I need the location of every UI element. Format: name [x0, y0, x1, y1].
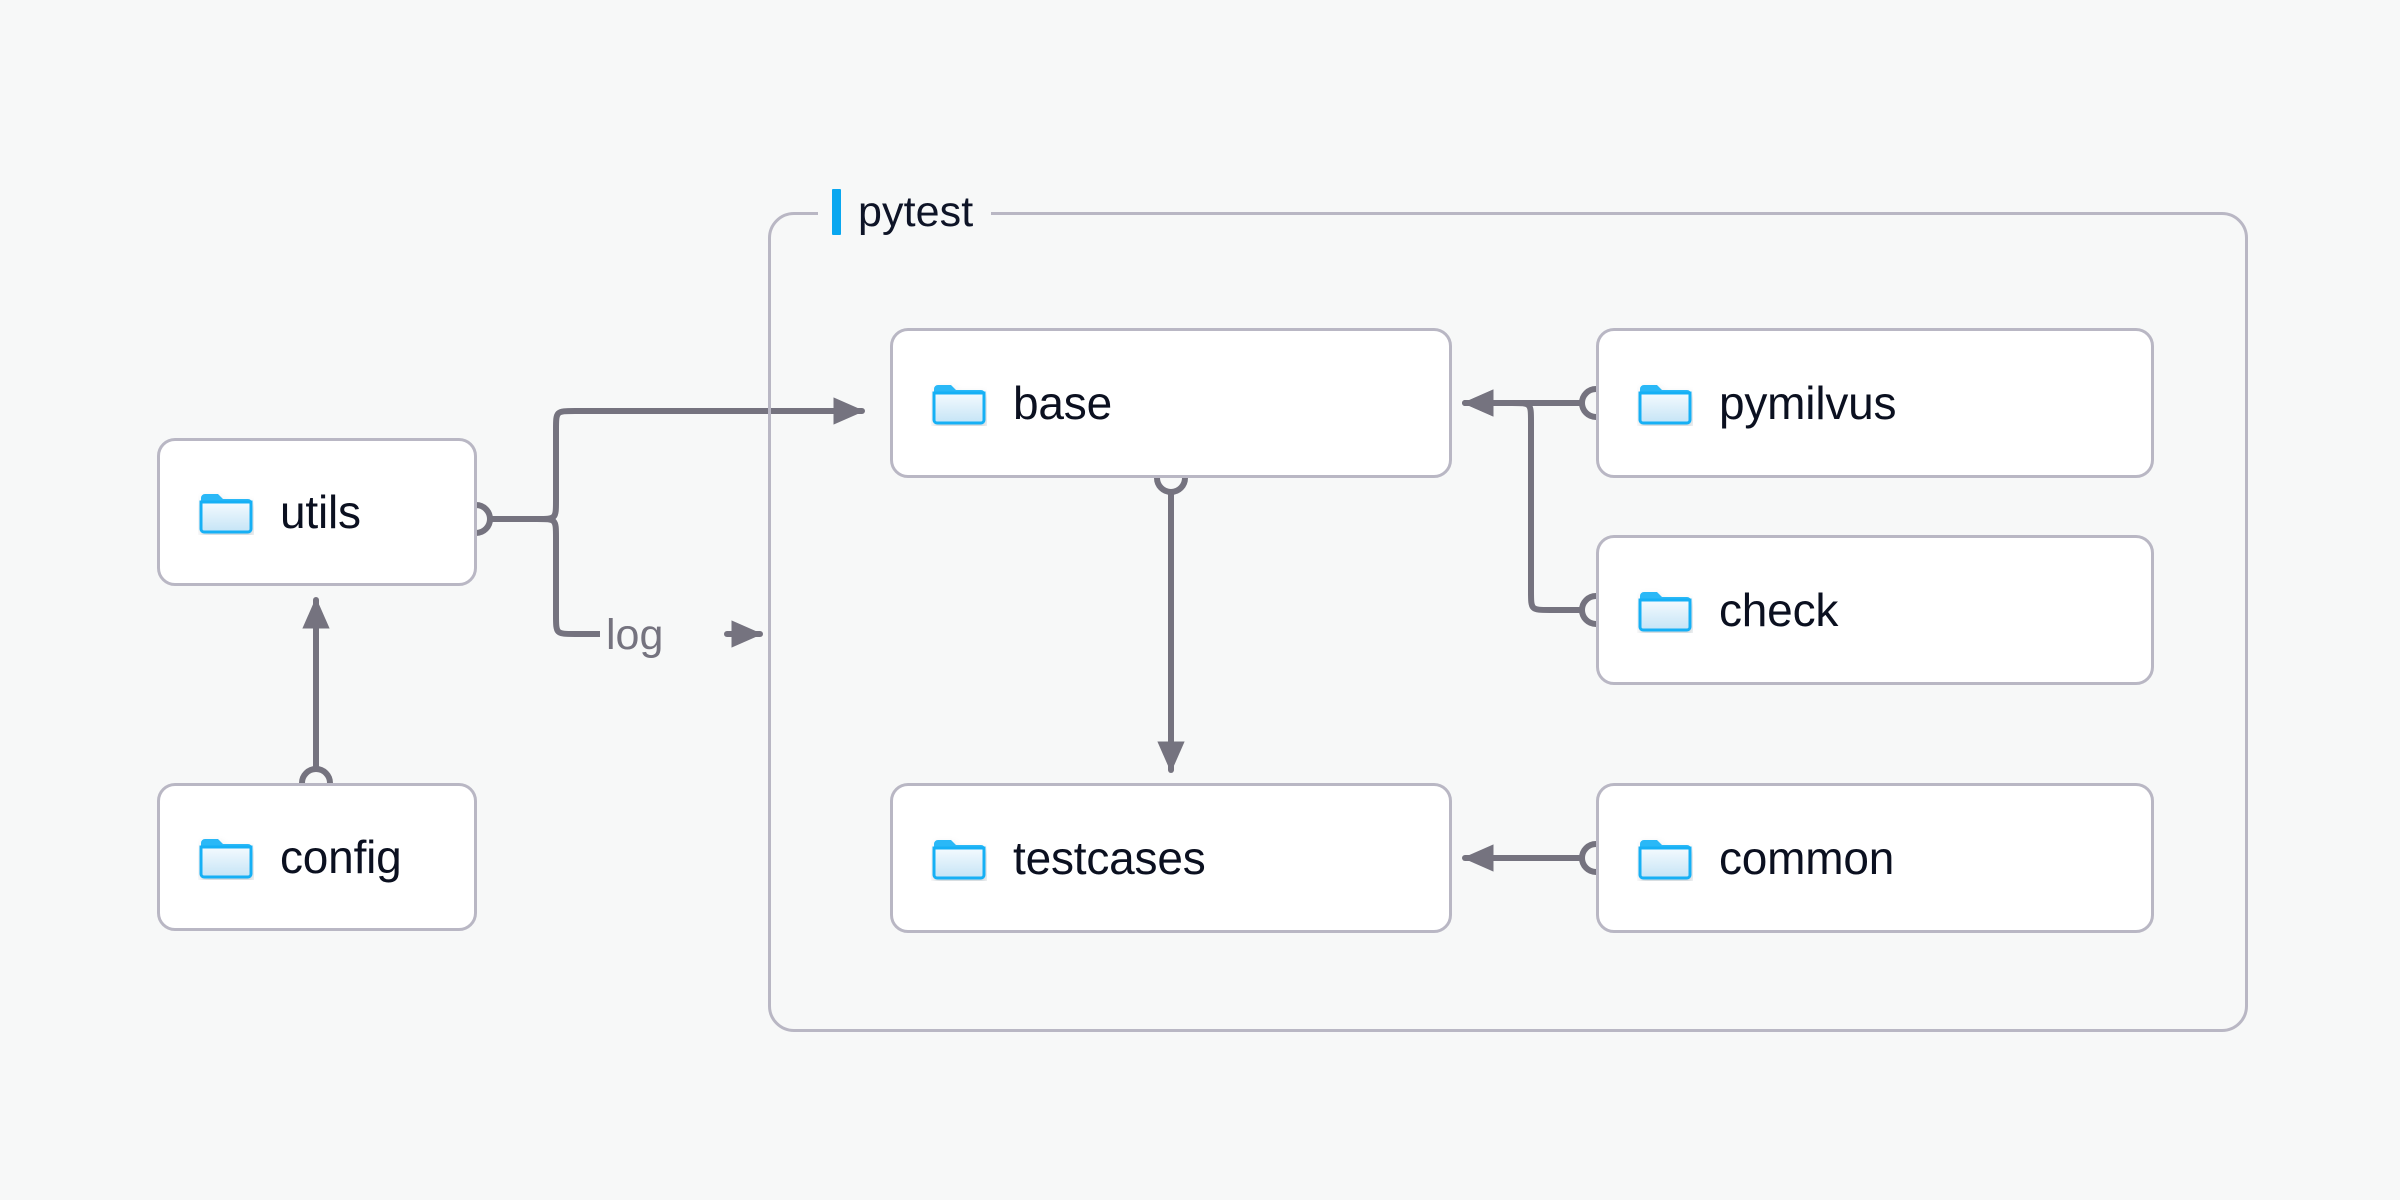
folder-icon	[199, 494, 253, 534]
group-pytest-label: pytest	[818, 183, 992, 241]
node-config-label: config	[280, 831, 402, 883]
group-pytest[interactable]	[768, 212, 2248, 1032]
folder-icon	[932, 840, 986, 880]
node-pymilvus-label: pymilvus	[1719, 377, 1897, 429]
node-testcases[interactable]: testcases	[890, 783, 1452, 933]
group-accent-bar	[832, 189, 841, 235]
node-utils[interactable]: utils	[157, 438, 477, 586]
group-label-text: pytest	[858, 187, 974, 236]
node-check-label: check	[1719, 584, 1839, 636]
node-common-label: common	[1719, 832, 1895, 884]
node-pymilvus[interactable]: pymilvus	[1596, 328, 2154, 478]
edge-label-log: log	[600, 614, 670, 657]
folder-icon	[1638, 840, 1692, 880]
node-config[interactable]: config	[157, 783, 477, 931]
node-common[interactable]: common	[1596, 783, 2154, 933]
node-testcases-label: testcases	[1013, 832, 1206, 884]
node-check[interactable]: check	[1596, 535, 2154, 685]
folder-icon	[199, 839, 253, 879]
node-base[interactable]: base	[890, 328, 1452, 478]
folder-icon	[1638, 385, 1692, 425]
folder-icon	[1638, 592, 1692, 632]
node-utils-label: utils	[280, 486, 361, 538]
folder-icon	[932, 385, 986, 425]
node-base-label: base	[1013, 377, 1112, 429]
